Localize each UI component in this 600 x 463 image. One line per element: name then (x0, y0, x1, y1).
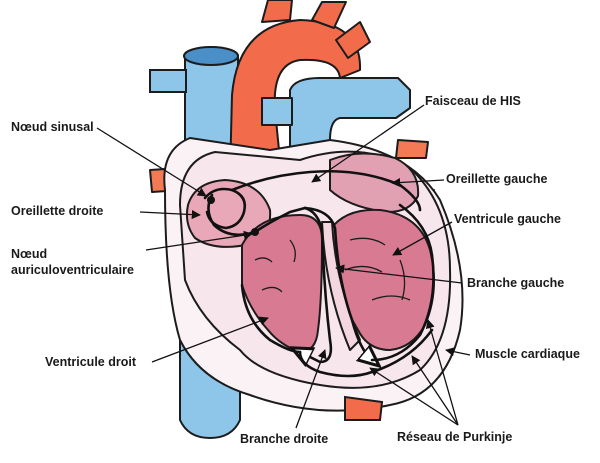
label-oreillette-gauche: Oreillette gauche (446, 172, 548, 186)
label-faisceau-his: Faisceau de HIS (425, 94, 521, 108)
label-ventricule-droit: Ventricule droit (45, 355, 136, 369)
conduction-pathway (203, 169, 435, 378)
label-noeud-sinusal: Nœud sinusal (11, 120, 94, 134)
label-branche-droite: Branche droite (240, 432, 329, 446)
av-node-marker (251, 228, 259, 236)
sinus-node-marker (207, 196, 215, 204)
label-oreillette-droite: Oreillette droite (11, 204, 104, 218)
label-reseau-purkinje: Réseau de Purkinje (397, 430, 513, 444)
label-noeud-av-line2: auriculoventriculaire (11, 263, 134, 277)
label-muscle-cardiaque: Muscle cardiaque (475, 347, 580, 361)
left-atrium (329, 152, 420, 213)
label-ventricule-gauche: Ventricule gauche (454, 212, 561, 226)
label-noeud-av-line1: Nœud (11, 247, 48, 261)
aorta (229, 0, 371, 181)
leader-lines (96, 104, 471, 429)
label-branche-gauche: Branche gauche (467, 276, 565, 290)
